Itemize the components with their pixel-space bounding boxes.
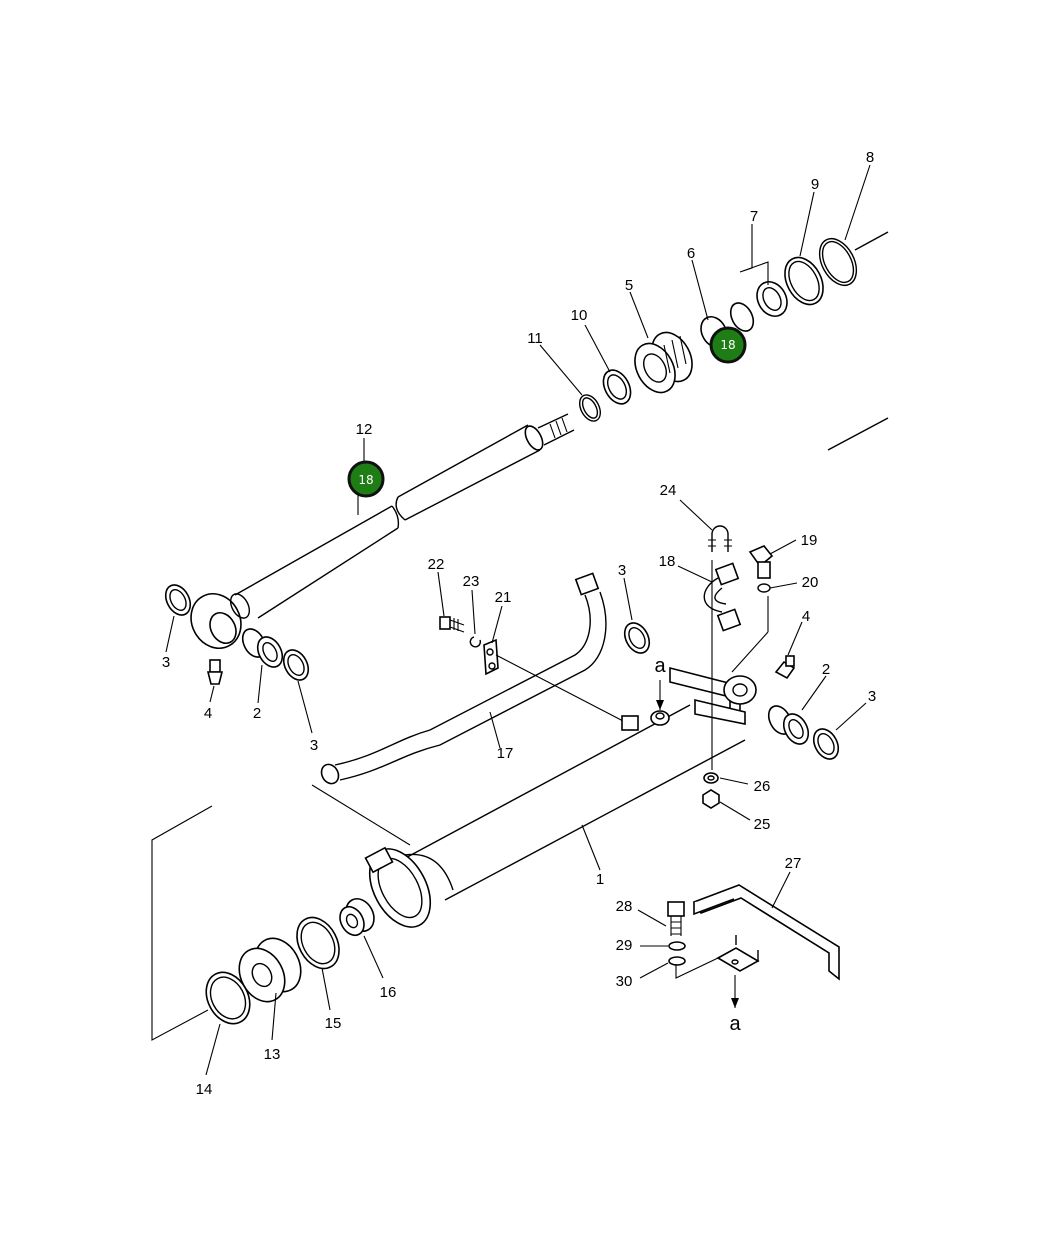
label-11: 11 [527, 330, 543, 347]
label-22: 22 [428, 556, 445, 573]
label-14: 14 [196, 1081, 213, 1098]
ring-10 [602, 369, 632, 405]
washer-30 [668, 956, 686, 966]
nut-25 [702, 789, 720, 809]
label-29: 29 [616, 937, 633, 954]
label-2a: 2 [253, 705, 261, 722]
label-9: 9 [811, 176, 819, 193]
grease-fitting-4a [206, 659, 224, 685]
label-7: 7 [750, 208, 758, 225]
badge-text[interactable]: 18 [358, 473, 373, 487]
label-19: 19 [801, 532, 818, 549]
ref-a-top: a [654, 655, 666, 677]
grease-fitting-4b [774, 655, 796, 680]
label-3c: 3 [618, 562, 626, 579]
dust-seal-3d [812, 728, 840, 760]
label-16: 16 [380, 984, 397, 1001]
dust-seal-3c [623, 622, 651, 654]
bushing-2a [241, 628, 284, 668]
label-2b: 2 [822, 661, 830, 678]
oring-20 [757, 583, 771, 593]
label-21: 21 [495, 589, 512, 606]
label-5: 5 [625, 277, 633, 294]
badge-text[interactable]: 18 [720, 338, 735, 352]
label-8: 8 [866, 149, 874, 166]
label-28: 28 [616, 898, 633, 915]
label-3b: 3 [310, 737, 318, 754]
u-bolt-24 [708, 525, 732, 552]
label-23: 23 [463, 573, 480, 590]
hotspot-badge-piston-rod[interactable]: 18 [347, 460, 385, 498]
hotspot-badge-piston-seal[interactable]: 18 [709, 326, 747, 364]
piston-rod [190, 413, 575, 649]
oring-8 [818, 237, 858, 287]
label-12: 12 [356, 421, 373, 438]
label-3d: 3 [868, 688, 876, 705]
badge-circle[interactable] [709, 326, 747, 364]
tube-17 [320, 572, 607, 785]
label-10: 10 [571, 307, 588, 324]
label-3a: 3 [162, 654, 170, 671]
part-number-labels: 12 11 10 5 6 7 9 8 3 4 2 3 17 22 23 21 3… [162, 149, 876, 1098]
label-26: 26 [754, 778, 771, 795]
label-15: 15 [325, 1015, 342, 1032]
piston [634, 331, 693, 394]
label-27: 27 [785, 855, 802, 872]
washer-23 [469, 636, 482, 648]
dust-seal-3b [282, 649, 310, 681]
bushing-2b [767, 705, 810, 745]
bolt-28 [667, 901, 685, 936]
lock-washer-29 [668, 941, 686, 951]
clamp-21 [483, 638, 499, 676]
seal-7a [729, 302, 755, 332]
cylinder-tube [364, 704, 746, 928]
ring-9 [784, 256, 824, 306]
label-6: 6 [687, 245, 695, 262]
washer-26 [703, 772, 719, 784]
hose-18 [703, 562, 742, 632]
piston-nut-16 [339, 897, 375, 937]
ref-a-bottom: a [729, 1013, 741, 1035]
label-4b: 4 [802, 608, 810, 625]
label-20: 20 [802, 574, 819, 591]
label-17: 17 [497, 745, 514, 762]
ring-15 [296, 916, 340, 970]
dust-seal-3a [164, 584, 192, 616]
elbow-19 [748, 545, 774, 579]
label-4a: 4 [204, 705, 212, 722]
label-24: 24 [660, 482, 677, 499]
bolt-22 [439, 616, 465, 633]
label-1: 1 [596, 871, 604, 888]
piston-13 [238, 937, 302, 1003]
label-18: 18 [659, 553, 676, 570]
label-25: 25 [754, 816, 771, 833]
badge-circle[interactable] [347, 460, 385, 498]
snap-ring [578, 394, 602, 422]
label-30: 30 [616, 973, 633, 990]
label-13: 13 [264, 1046, 281, 1063]
head-end-bracket [650, 666, 757, 726]
leader-lines [165, 164, 871, 1076]
bracket-27 [692, 884, 840, 981]
